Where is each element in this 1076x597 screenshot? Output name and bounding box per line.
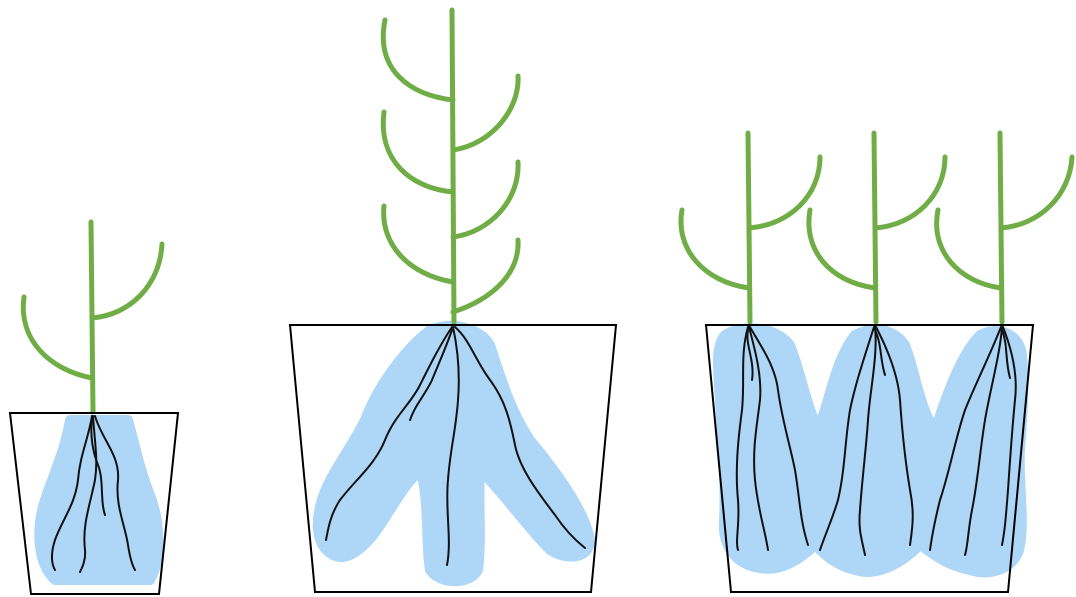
panel-small-pot: [10, 222, 178, 594]
stem-small: [23, 222, 162, 412]
root-zone-small: [39, 420, 158, 580]
panel-large-pot-three: [681, 133, 1072, 592]
stem-large-single: [383, 10, 518, 322]
stems-large-three: [681, 133, 1072, 322]
panel-large-pot-single: [290, 10, 616, 592]
root-zone-large-three: [718, 328, 1023, 572]
root-zone-large-single: [318, 326, 590, 581]
